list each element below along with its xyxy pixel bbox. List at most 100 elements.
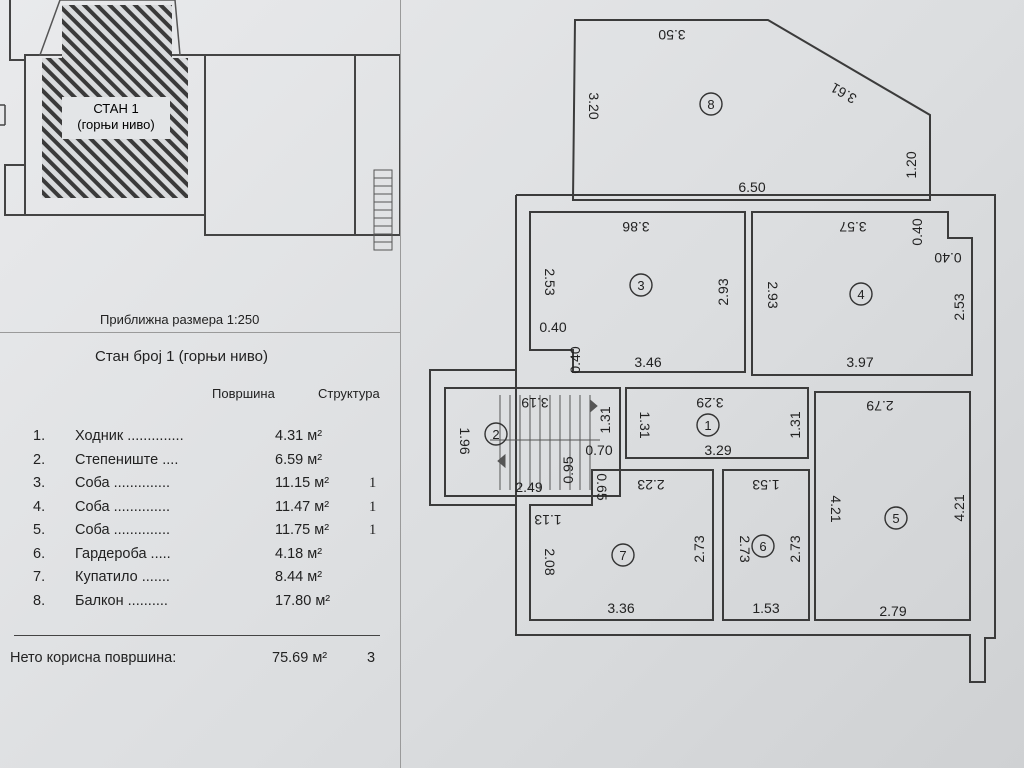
room-name: Соба .............. <box>75 522 171 538</box>
room-num: 7. <box>33 569 46 585</box>
dim-label: 2.23 <box>637 477 664 493</box>
room-2-outline <box>444 387 621 497</box>
room-3-outline <box>529 211 746 373</box>
dim-label: 2.93 <box>765 281 781 308</box>
key-plan-label-1: СТАН 1 <box>93 101 138 116</box>
dim-label: 0.40 <box>909 218 925 245</box>
total-struct: 3 <box>367 650 376 666</box>
key-plan-stub <box>0 104 6 126</box>
list-item: 3. Соба .............. 11.15 м² 1 <box>33 475 376 499</box>
dim-label: 2.73 <box>737 535 753 562</box>
room-number: 1 <box>704 418 711 433</box>
room-name: Соба .............. <box>75 498 171 515</box>
dim-label: 1.13 <box>534 512 561 528</box>
total-row: Нето корисна површина: 75.69 м² 3 <box>10 650 375 666</box>
dim-label: 0.40 <box>934 250 961 266</box>
dim-label: 4.21 <box>951 494 967 521</box>
room-name: Купатило ....... <box>75 569 170 585</box>
dim-label: 6.50 <box>738 179 765 195</box>
total-value: 75.69 м² <box>272 650 328 666</box>
dim-label: 0.40 <box>539 319 566 335</box>
room-struct: 1 <box>369 475 377 491</box>
room-number: 6 <box>759 539 766 554</box>
room-num: 1. <box>33 428 46 444</box>
dim-label: 3.46 <box>634 354 661 370</box>
list-item: 2. Степениште .... 6.59 м² <box>33 452 330 476</box>
room-num: 8. <box>33 592 46 609</box>
balcony-outline <box>571 19 931 201</box>
room-badge <box>484 422 508 446</box>
hatched-unit-top <box>62 5 172 58</box>
room-number: 4 <box>857 287 864 302</box>
key-plan-label-2: (горњи ниво) <box>77 117 154 132</box>
key-plan-stair <box>373 169 393 251</box>
dim-label: 2.53 <box>542 268 558 295</box>
room-area: 11.75 м² <box>275 522 330 538</box>
room-name: Гардероба ..... <box>75 545 171 562</box>
dim-label: 1.53 <box>752 477 779 493</box>
dim-label: 2.79 <box>879 603 906 619</box>
room-area: 11.47 м² <box>275 498 330 515</box>
dim-label: 3.29 <box>696 395 723 411</box>
dim-label: 3.61 <box>828 79 860 107</box>
list-item: 7. Купатило ....... 8.44 м² <box>33 569 330 593</box>
divider-horizontal <box>0 332 400 333</box>
total-divider <box>14 635 380 636</box>
unit-title: Стан број 1 (горњи ниво) <box>95 348 268 365</box>
column-structure: Структура <box>318 386 380 401</box>
dim-label: 2.53 <box>951 293 967 320</box>
dim-label: 1.53 <box>752 600 779 616</box>
dim-label: 1.20 <box>903 151 919 178</box>
stair-treads <box>490 395 600 490</box>
room-num: 2. <box>33 451 46 468</box>
dim-label: 3.97 <box>846 354 873 370</box>
dim-label: 0.40 <box>567 346 583 373</box>
room-badge <box>751 534 775 558</box>
room-badge <box>884 506 908 530</box>
dim-label: 1.96 <box>457 427 473 454</box>
room-number: 8 <box>707 97 714 112</box>
divider-vertical <box>400 0 401 768</box>
room-name: Соба .............. <box>75 475 171 491</box>
dim-label: 3.86 <box>622 219 649 235</box>
room-name: Степениште .... <box>75 451 179 468</box>
column-area: Површина <box>212 386 275 401</box>
key-plan-label-bg <box>62 97 170 139</box>
room-5-outline <box>814 391 971 621</box>
room-struct: 1 <box>369 522 377 538</box>
dim-label: 3.19 <box>521 395 548 411</box>
dim-label: 1.31 <box>787 411 803 438</box>
room-area: 8.44 м² <box>275 569 323 585</box>
room-number: 2 <box>492 427 499 442</box>
room-number: 7 <box>619 548 626 563</box>
room-area: 4.18 м² <box>275 545 323 562</box>
room-num: 6. <box>33 545 46 562</box>
dim-label: 4.21 <box>828 495 844 522</box>
dim-label: 3.20 <box>586 92 602 119</box>
room-area: 11.15 м² <box>275 475 330 491</box>
room-6-outline <box>722 469 810 621</box>
dim-label: 2.73 <box>691 535 707 562</box>
scale-text: Приближна размера 1:250 <box>100 312 260 327</box>
room-num: 3. <box>33 475 46 491</box>
list-item: 6. Гардероба ..... 4.18 м² <box>33 546 330 570</box>
room-4-outline <box>751 211 973 376</box>
dim-label: 3.36 <box>607 600 634 616</box>
room-7-outline <box>529 469 714 621</box>
list-item: 8.Балкон ..........17.80 м² <box>33 593 330 617</box>
room-struct: 1 <box>369 498 377 515</box>
dim-label: 2.08 <box>542 548 558 575</box>
dim-label: 2.49 <box>515 479 542 495</box>
room-area: 4.31 м² <box>275 428 323 444</box>
room-area: 6.59 м² <box>275 451 323 468</box>
room-badge <box>696 413 720 437</box>
room-badge <box>699 92 723 116</box>
dim-label: 1.31 <box>637 411 653 438</box>
outer-wall <box>429 194 996 683</box>
list-item: 1.Ходник ..............4.31 м² <box>33 428 330 452</box>
key-plan: СТАН 1 (горњи ниво) <box>0 0 400 251</box>
dim-label: 0.95 <box>560 456 576 483</box>
dim-label: 2.73 <box>787 535 803 562</box>
